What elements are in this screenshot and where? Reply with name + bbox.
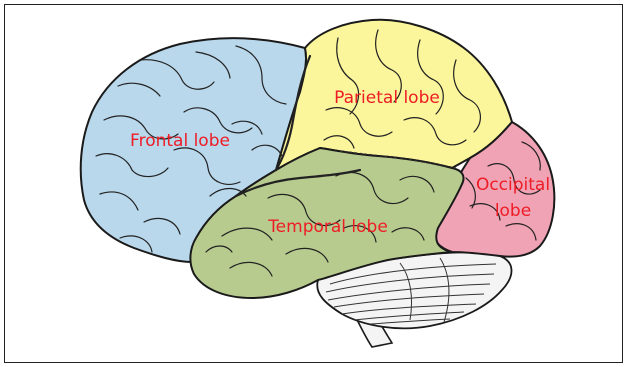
parietal-lobe-label: Parietal lobe	[334, 88, 440, 108]
temporal-lobe-label: Temporal lobe	[267, 217, 388, 237]
frontal-lobe-label: Frontal lobe	[130, 131, 230, 151]
occipital-lobe-label-line2: lobe	[495, 201, 531, 221]
occipital-lobe-label-line1: Occipital	[476, 175, 550, 195]
